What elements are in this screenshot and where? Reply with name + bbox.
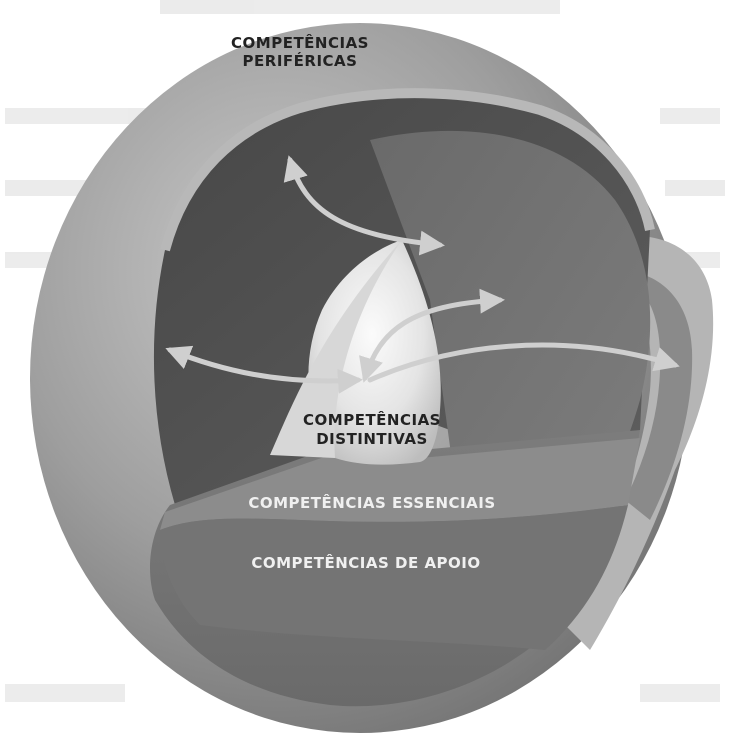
background-line bbox=[5, 684, 125, 702]
distinctive-label-line2: DISTINTIVAS bbox=[316, 430, 428, 448]
background-line bbox=[665, 180, 725, 196]
peripheral-label-line1: COMPETÊNCIAS bbox=[231, 33, 369, 52]
background-line bbox=[160, 0, 560, 14]
essential-label: COMPETÊNCIAS ESSENCIAIS bbox=[248, 493, 495, 512]
background-line bbox=[640, 684, 720, 702]
peripheral-label-line2: PERIFÉRICAS bbox=[243, 51, 358, 70]
distinctive-label-line1: COMPETÊNCIAS bbox=[303, 410, 441, 429]
support-label: COMPETÊNCIAS DE APOIO bbox=[251, 553, 480, 572]
support-layer-band bbox=[160, 505, 628, 650]
background-line bbox=[660, 108, 720, 124]
